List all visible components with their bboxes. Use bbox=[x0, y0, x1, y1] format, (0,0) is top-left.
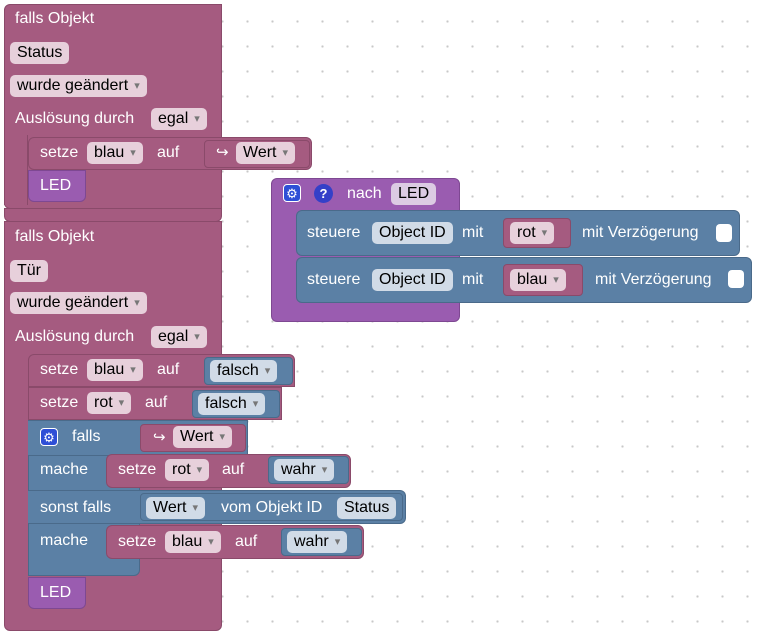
set-label: setze bbox=[40, 394, 79, 411]
variable-dropdown[interactable]: blau bbox=[510, 269, 566, 291]
value-dropdown[interactable]: Wert bbox=[236, 142, 296, 164]
trigger-event-dropdown[interactable]: wurde geändert bbox=[10, 75, 147, 97]
trigger-object-field[interactable]: Tür bbox=[10, 260, 48, 282]
set-label: setze bbox=[118, 533, 157, 550]
set-to-label: auf bbox=[235, 533, 258, 550]
trigger-header-label: falls Objekt bbox=[15, 228, 95, 245]
help-icon[interactable]: ? bbox=[314, 184, 333, 203]
trigger-by-dropdown[interactable]: egal bbox=[151, 326, 207, 348]
procedure-name-field[interactable]: LED bbox=[391, 183, 437, 205]
set-variable-dropdown[interactable]: blau bbox=[87, 142, 143, 164]
set-variable-dropdown[interactable]: blau bbox=[87, 359, 143, 381]
control-label: steuere bbox=[307, 271, 361, 288]
if-label: falls bbox=[72, 428, 101, 445]
trigger-block-status-footer bbox=[4, 208, 222, 222]
trigger-event-dropdown[interactable]: wurde geändert bbox=[10, 292, 147, 314]
set-variable-dropdown[interactable]: rot bbox=[87, 392, 132, 414]
trigger-header-label: falls Objekt bbox=[15, 10, 95, 27]
variable-dropdown[interactable]: rot bbox=[510, 222, 555, 244]
delay-checkbox[interactable] bbox=[728, 270, 744, 288]
do-label: mache bbox=[40, 461, 89, 478]
set-label: setze bbox=[40, 144, 79, 161]
return-arrow-icon: ↪ bbox=[216, 144, 229, 161]
trigger-by-label: Auslösung durch bbox=[15, 328, 135, 345]
delay-label: mit Verzögerung bbox=[595, 271, 712, 288]
call-led-block[interactable] bbox=[28, 577, 86, 609]
boolean-dropdown[interactable]: wahr bbox=[287, 531, 348, 553]
gear-icon[interactable]: ⚙ bbox=[40, 428, 58, 446]
call-led-block[interactable] bbox=[28, 170, 86, 202]
delay-checkbox[interactable] bbox=[716, 224, 732, 242]
set-label: setze bbox=[118, 461, 157, 478]
set-label: setze bbox=[40, 361, 79, 378]
trigger-by-dropdown[interactable]: egal bbox=[151, 108, 207, 130]
trigger-object-field[interactable]: Status bbox=[10, 42, 70, 64]
set-variable-dropdown[interactable]: rot bbox=[165, 459, 210, 481]
boolean-dropdown[interactable]: falsch bbox=[198, 393, 266, 415]
else-if-label: sonst falls bbox=[40, 499, 112, 516]
set-to-label: auf bbox=[157, 361, 180, 378]
set-to-label: auf bbox=[145, 394, 168, 411]
set-to-label: auf bbox=[222, 461, 245, 478]
do-label: mache bbox=[40, 532, 89, 549]
trigger-by-label: Auslösung durch bbox=[15, 110, 135, 127]
value-dropdown[interactable]: Wert bbox=[173, 426, 233, 448]
with-label: mit bbox=[462, 271, 484, 288]
call-led-label: LED bbox=[40, 177, 72, 194]
with-label: mit bbox=[462, 224, 484, 241]
boolean-dropdown[interactable]: wahr bbox=[274, 459, 335, 481]
control-label: steuere bbox=[307, 224, 361, 241]
object-id-field[interactable]: Object ID bbox=[372, 269, 453, 291]
gear-icon[interactable]: ⚙ bbox=[283, 184, 301, 202]
of-object-label: vom Objekt ID bbox=[221, 499, 323, 516]
delay-label: mit Verzögerung bbox=[582, 224, 699, 241]
set-to-label: auf bbox=[157, 144, 180, 161]
call-led-label: LED bbox=[40, 584, 72, 601]
return-arrow-icon: ↪ bbox=[153, 429, 166, 446]
object-id-field[interactable]: Object ID bbox=[372, 222, 453, 244]
procedure-title: nach bbox=[347, 185, 382, 202]
boolean-dropdown[interactable]: falsch bbox=[210, 360, 278, 382]
value-dropdown[interactable]: Wert bbox=[146, 497, 206, 519]
object-id-field[interactable]: Status bbox=[337, 497, 397, 519]
set-variable-dropdown[interactable]: blau bbox=[165, 531, 221, 553]
trigger-block-status-statement-area bbox=[4, 135, 28, 205]
